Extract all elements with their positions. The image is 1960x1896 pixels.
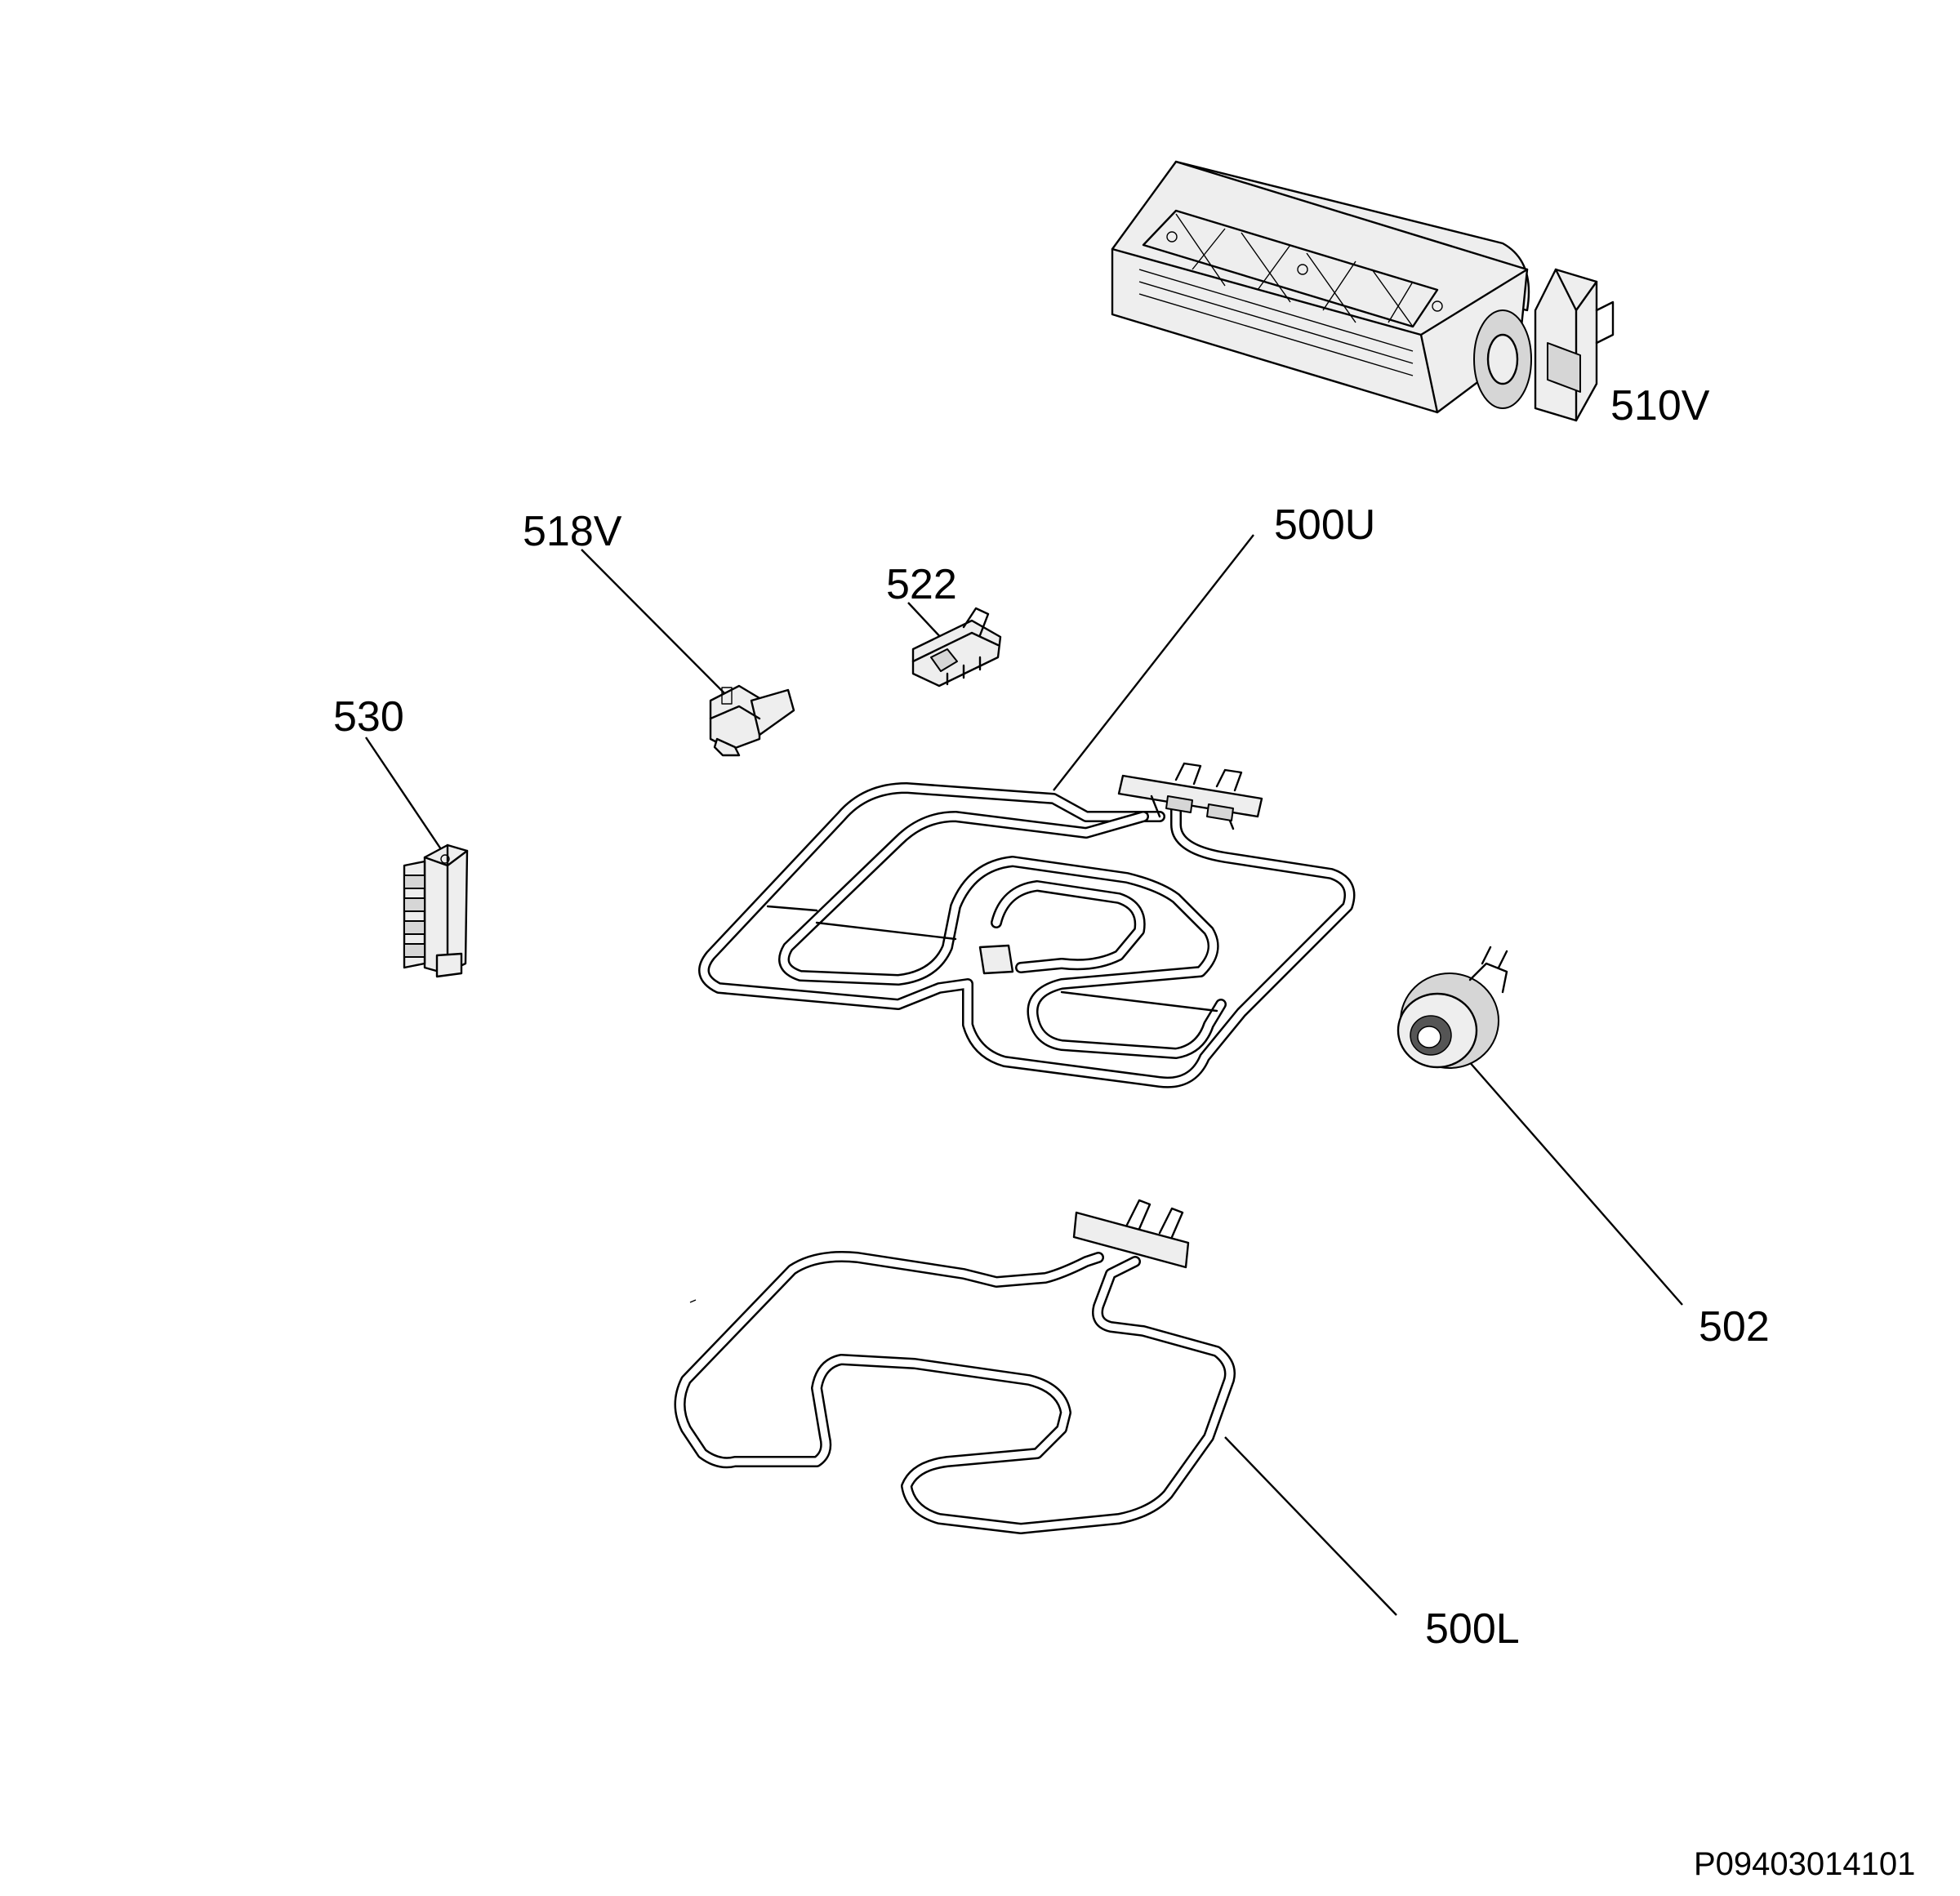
callout-530: 530 xyxy=(333,693,404,741)
upper-heating-element-500u xyxy=(698,762,1356,1088)
callout-518v: 518V xyxy=(523,508,622,555)
switch-522 xyxy=(911,607,1002,688)
callout-500l: 500L xyxy=(1425,1605,1520,1653)
leader-518v xyxy=(581,549,733,701)
thermostat-518v xyxy=(709,684,795,757)
callout-502: 502 xyxy=(1699,1303,1770,1351)
leader-502 xyxy=(1461,1053,1683,1306)
thermal-cutout-502 xyxy=(1396,946,1508,1069)
callout-500u: 500U xyxy=(1274,501,1375,549)
fan-motor-510v xyxy=(1111,160,1615,422)
leader-500l xyxy=(1224,1436,1397,1616)
callout-522: 522 xyxy=(886,561,957,608)
leader-500u xyxy=(1053,534,1254,791)
lower-heating-element-500l xyxy=(674,1199,1236,1534)
leader-530 xyxy=(365,737,442,850)
document-id: P09403014101 xyxy=(1694,1846,1915,1882)
terminal-block-530 xyxy=(403,843,469,978)
callout-510v: 510V xyxy=(1610,382,1710,429)
